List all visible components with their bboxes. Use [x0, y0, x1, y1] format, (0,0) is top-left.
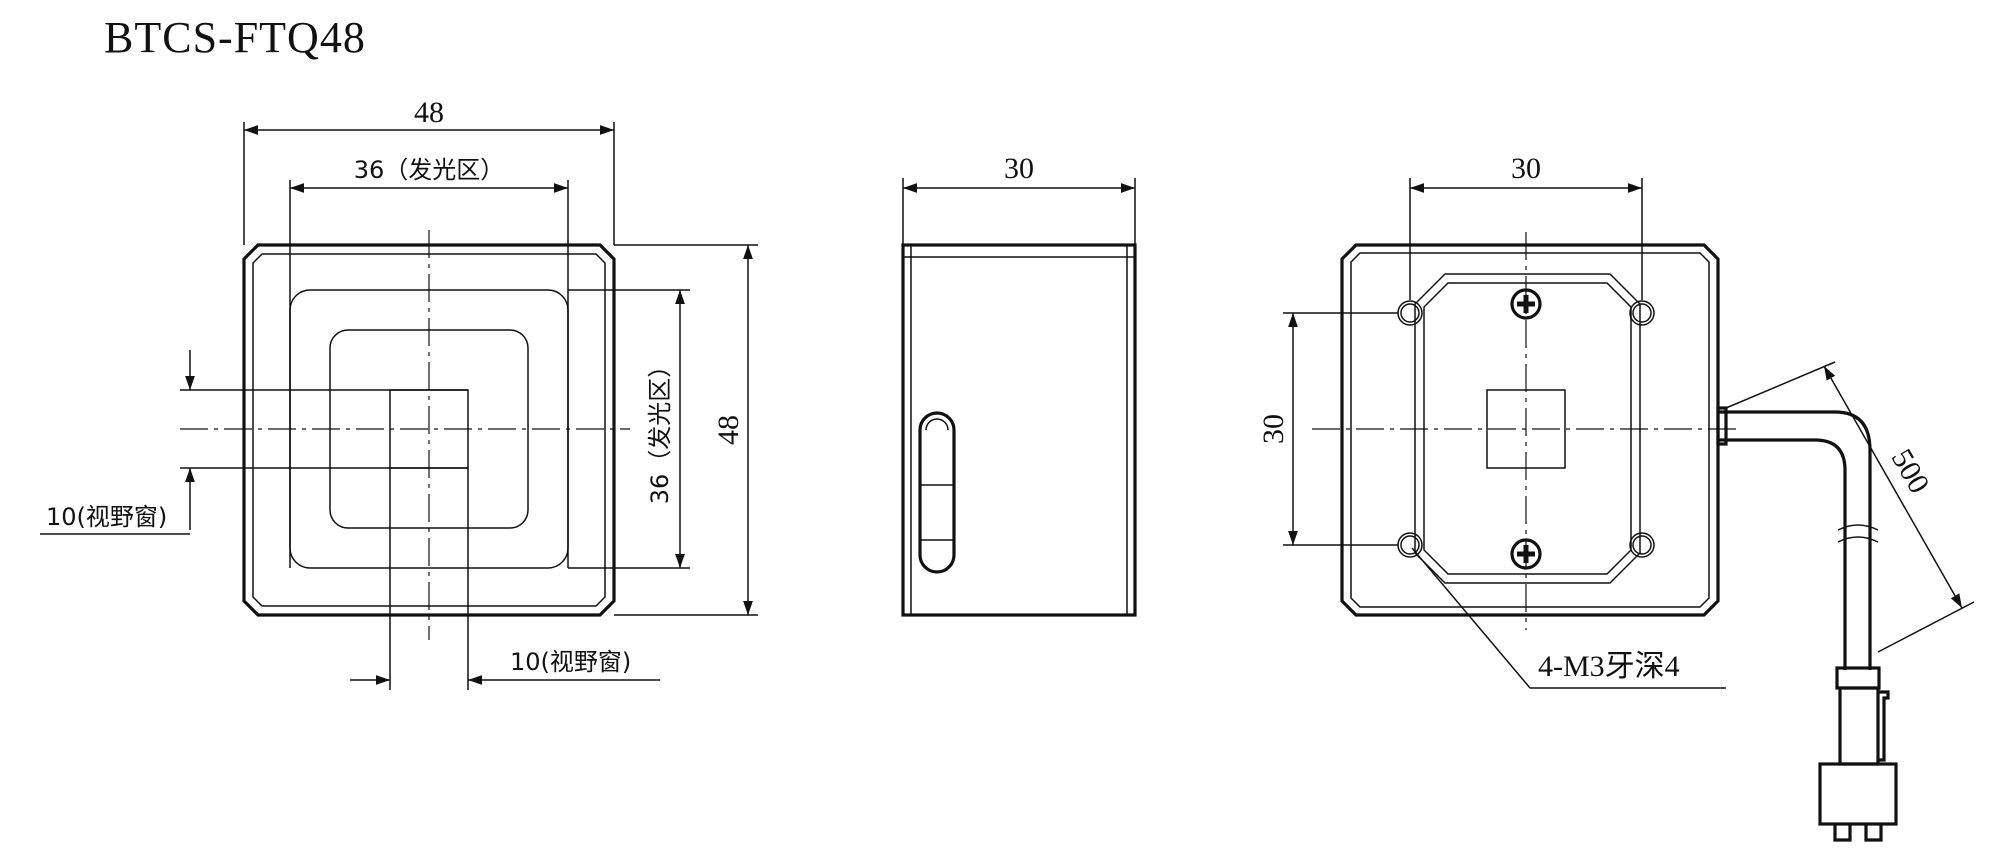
side-cable-outlet — [918, 411, 956, 574]
front-view: 48 36（发光区） 48 36（发光区） 10(视野窗) 10(视野窗) — [40, 96, 758, 690]
connector — [1818, 666, 1898, 842]
side-body — [901, 243, 1137, 617]
thread-leader — [1411, 547, 1531, 689]
front-inner-bevel — [252, 253, 606, 607]
dim-30-back-horizontal: 30 — [1511, 152, 1541, 185]
screw-top — [1510, 288, 1542, 320]
mount-hole-bottom-left — [1397, 532, 1423, 558]
mount-hole-top-left — [1397, 300, 1423, 326]
back-plate — [1414, 273, 1641, 584]
dim-10-window-bottom: 10(视野窗) — [510, 648, 631, 676]
back-outer-body — [1340, 243, 1720, 617]
dim-48-top: 48 — [414, 96, 444, 129]
side-view: 30 — [901, 152, 1137, 617]
cable — [1718, 410, 1872, 670]
dim-500: 500 — [1885, 444, 1936, 499]
mount-hole-top-right — [1629, 300, 1655, 326]
drawing-title: BTCS-FTQ48 — [104, 13, 366, 62]
dim-48-right: 48 — [712, 415, 745, 445]
mount-hole-bottom-right — [1629, 532, 1655, 558]
thread-note: 4-M3牙深4 — [1538, 650, 1680, 683]
dim-line-500 — [1823, 365, 1963, 609]
front-outer-body — [242, 243, 616, 617]
dim-30-side: 30 — [1004, 152, 1034, 185]
back-view: 30 30 500 4-M3牙深4 — [1257, 152, 1975, 842]
dim-36-glow-top: 36（发光区） — [354, 156, 505, 184]
screw-bottom — [1510, 538, 1542, 570]
dim-36-glow-right: 36（发光区） — [646, 354, 674, 505]
dim-10-window-left: 10(视野窗) — [46, 503, 167, 531]
dim-30-back-vertical: 30 — [1257, 414, 1290, 444]
